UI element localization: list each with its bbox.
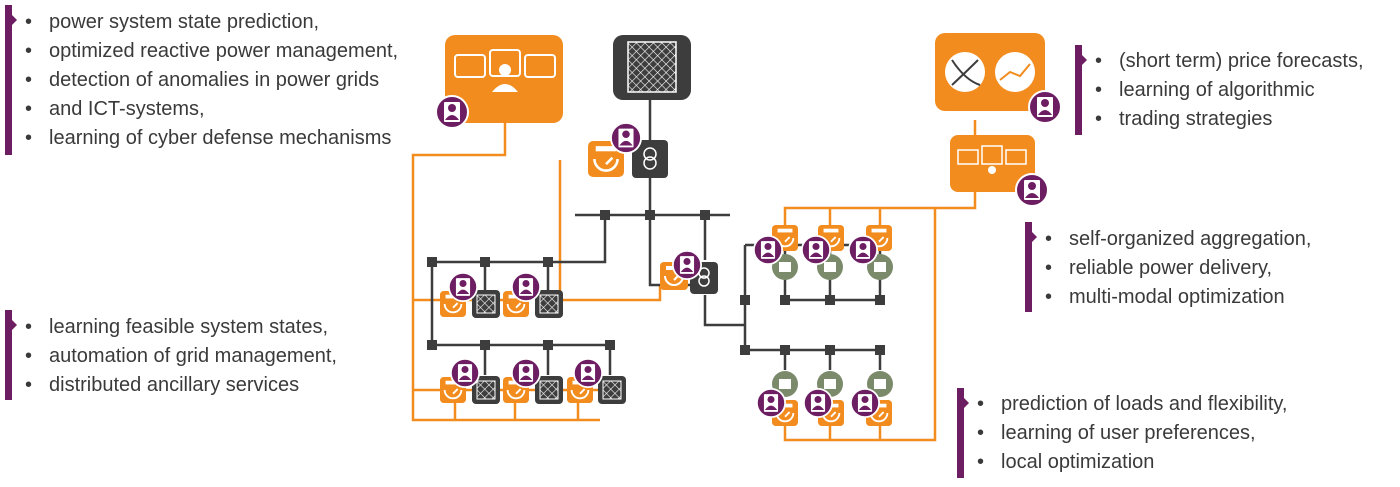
agent-icon [450,358,480,388]
bullet-item: learning of algorithmic [1093,76,1364,105]
bullet-item: (short term) price forecasts, [1093,47,1364,76]
text-block-mid-left: learning feasible system states, automat… [5,310,385,400]
left-upper-units [440,272,563,318]
text-block-mid-right: self-organized aggregation, reliable pow… [1025,222,1395,312]
bullet-item: learning of cyber defense mechanisms [23,124,398,153]
bullet-item: distributed ancillary services [23,371,337,400]
text-block-top-left: power system state prediction, optimized… [5,5,445,155]
bullet-item: multi-modal optimization [1043,283,1311,312]
agent-icon [610,122,642,154]
bullet-item: learning of user preferences, [975,419,1287,448]
accent-bar [5,5,17,155]
right-upper-units [753,225,893,280]
agent-icon [672,250,702,280]
dashboard-icon [950,135,1035,192]
transformer-icon [632,140,668,178]
bullet-item: local optimization [975,448,1287,477]
accent-bar [1075,45,1087,135]
bullet-item: self-organized aggregation, [1043,225,1311,254]
bullet-item-continued: and ICT-systems, [23,95,398,124]
pv-array-icon [613,35,691,100]
agent-icon [753,235,783,265]
left-lower-units [440,358,626,404]
bullet-item: prediction of loads and flexibility, [975,390,1287,419]
pv-array-icon [535,290,563,318]
bullet-item-continued: trading strategies [1093,105,1364,134]
agent-icon [573,358,603,388]
pv-array-icon [598,376,626,404]
bullet-item: power system state prediction, [23,8,398,37]
agent-icon [435,95,469,129]
agent-icon [1015,173,1049,207]
pv-array-icon [472,290,500,318]
bullet-item: automation of grid management, [23,342,337,371]
communication-lines [411,120,977,442]
right-lower-units [756,371,893,426]
agent-icon [511,272,541,302]
text-block-bottom-right: prediction of loads and flexibility, lea… [957,388,1387,478]
bullet-item: reliable power delivery, [1043,254,1311,283]
accent-bar [1025,222,1037,312]
bullet-item: learning feasible system states, [23,313,337,342]
pv-array-icon [535,376,563,404]
bus-nodes [427,210,885,355]
agent-icon [511,358,541,388]
agent-icon [850,388,880,418]
text-block-top-right: (short term) price forecasts, learning o… [1075,45,1395,135]
agent-icon [803,388,833,418]
bullet-item: optimized reactive power management, [23,37,398,66]
market-icon [935,33,1045,111]
accent-bar [957,388,969,478]
dashboard-icon [445,35,563,123]
accent-bar [5,310,17,400]
bullet-item: detection of anomalies in power grids [23,66,398,95]
agent-icon [1028,90,1062,124]
agent-icon [848,235,878,265]
agent-icon [448,272,478,302]
agent-icon [801,235,831,265]
agent-icon [756,388,786,418]
